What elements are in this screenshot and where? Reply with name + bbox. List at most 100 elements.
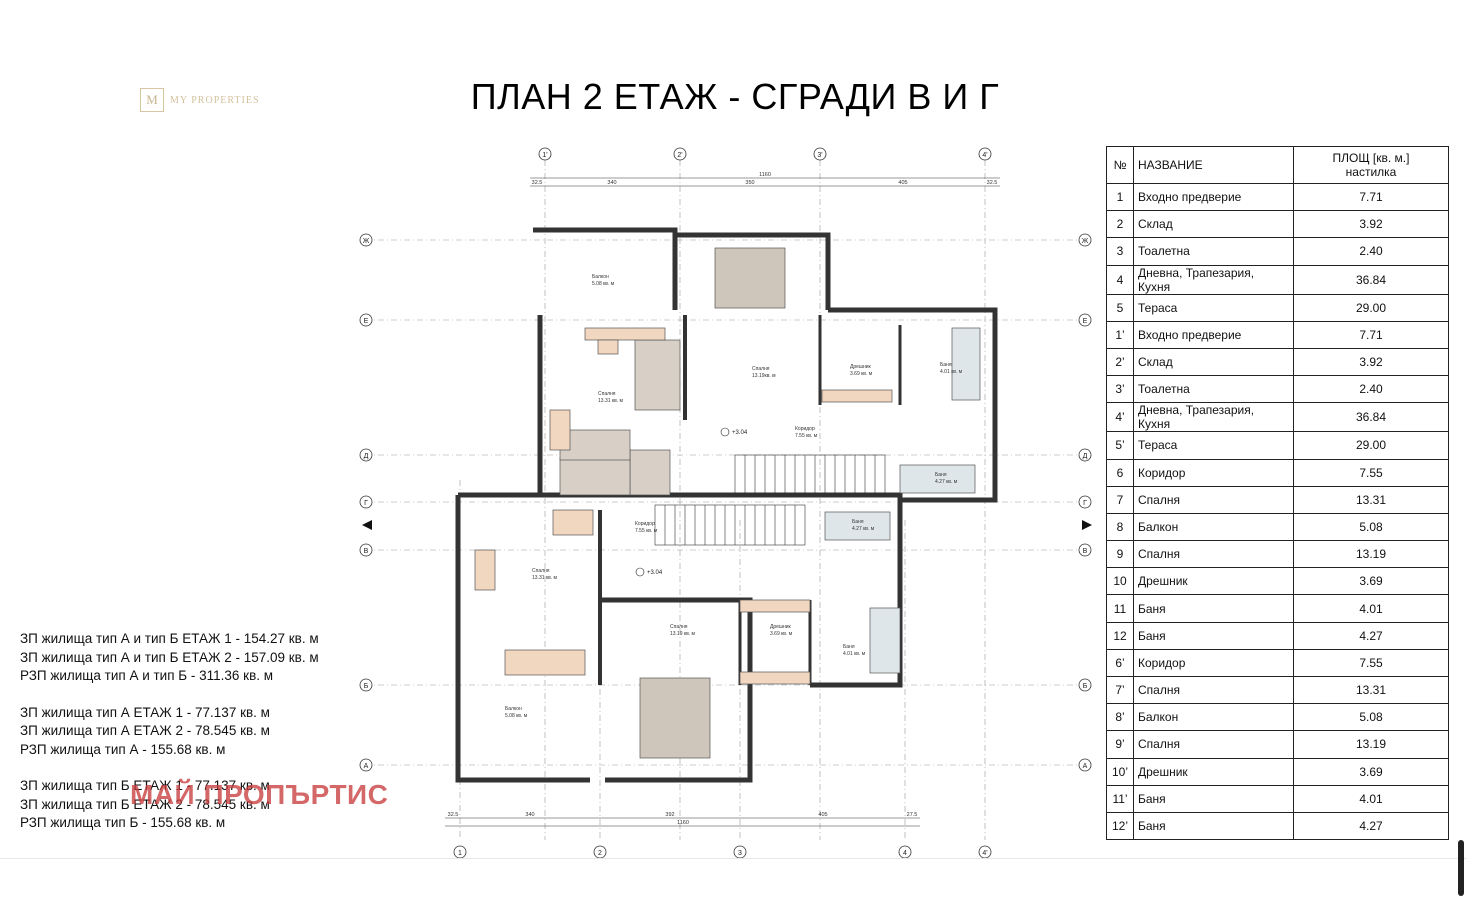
- cell-area: 7.55: [1293, 648, 1449, 678]
- room-label: Спалня: [598, 391, 616, 397]
- header-num: №: [1106, 146, 1134, 184]
- svg-text:+3.04: +3.04: [732, 430, 748, 436]
- cell-area: 13.19: [1293, 540, 1449, 569]
- svg-text:А: А: [1083, 763, 1088, 770]
- cell-name: Спалня: [1133, 675, 1294, 705]
- cell-area: 4.27: [1293, 811, 1449, 841]
- summary-line: ЗП жилища тип Б ЕТАЖ 1 - 77.137 кв. м: [20, 778, 270, 793]
- cell-area: 29.00: [1293, 431, 1449, 460]
- cell-num: 4: [1106, 264, 1134, 295]
- cell-name: Входно предверие: [1133, 182, 1294, 212]
- area-summary: ЗП жилища тип А и тип Б ЕТАЖ 1 - 154.27 …: [20, 630, 360, 851]
- grid-row-label: Ж: [363, 238, 370, 245]
- grid-bubbles-bottom: 1 2 3 4 4': [453, 845, 992, 859]
- cell-area: 2.40: [1293, 375, 1449, 404]
- room-label: Балкон: [592, 274, 609, 280]
- summary-line: РЗП жилища тип Б - 155.68 кв. м: [20, 815, 226, 830]
- grid-col-label: 1: [458, 850, 462, 857]
- cell-num: 1’: [1106, 320, 1134, 349]
- cell-area: 3.92: [1293, 347, 1449, 377]
- divider: [0, 858, 1467, 859]
- cell-area: 7.71: [1293, 320, 1449, 349]
- cell-num: 12: [1106, 621, 1134, 650]
- dimension-bottom: 32.5 340 392 405 27.5 1160: [445, 812, 920, 827]
- svg-text:405: 405: [898, 180, 907, 186]
- cell-name: Дрешник: [1133, 567, 1294, 596]
- cell-num: 7: [1106, 485, 1134, 514]
- cell-name: Баня: [1133, 621, 1294, 650]
- cell-name: Дневна, Трапезария, Кухня: [1133, 264, 1294, 295]
- page-title: ПЛАН 2 ЕТАЖ - СГРАДИ В И Г: [470, 76, 1000, 117]
- room-label: Баня: [935, 472, 947, 478]
- room-label: Дрешник: [770, 624, 792, 630]
- cell-name: Баня: [1133, 811, 1294, 841]
- cell-num: 8’: [1106, 703, 1134, 732]
- scrollbar-thumb[interactable]: [1458, 840, 1464, 896]
- cell-name: Балкон: [1133, 512, 1294, 542]
- room-area: 13.19кв. м: [752, 373, 776, 379]
- svg-text:В: В: [1083, 548, 1088, 555]
- floor-plan: 1' 2' 3' 4' 1 2 3 4 4' Ж Е Д Г В Б А Ж Е…: [359, 147, 1092, 859]
- svg-text:1160: 1160: [759, 172, 771, 178]
- level-markers: +3.04 +3.04: [635, 427, 748, 577]
- grid-bubbles-top: 1' 2' 3' 4': [538, 147, 992, 161]
- svg-text:32.5: 32.5: [448, 812, 459, 818]
- stairs-lower: [654, 504, 806, 546]
- cell-num: 11: [1106, 594, 1134, 623]
- cell-num: 9’: [1106, 730, 1134, 759]
- grid-col-label: 4': [982, 850, 987, 857]
- svg-text:Б: Б: [1083, 683, 1088, 690]
- room-area: 5.08 кв. м: [505, 713, 528, 719]
- grid-row-label: А: [364, 763, 369, 770]
- grid-bubbles-right: Ж Е Д Г В Б А: [1078, 233, 1092, 772]
- cell-name: Тоалетна: [1133, 237, 1294, 266]
- room-label: Коридор: [635, 521, 655, 527]
- room-label: Спалня: [752, 366, 770, 372]
- cell-num: 9: [1106, 540, 1134, 569]
- grid-col-label: 3: [738, 850, 742, 857]
- room-label: Балкон: [505, 706, 522, 712]
- table-header-row: № НАЗВАНИЕ ПЛОЩ [кв. м.] настилка: [1106, 146, 1449, 184]
- cell-num: 10’: [1106, 757, 1134, 786]
- header-area-line2: настилка: [1345, 165, 1397, 179]
- summary-line: ЗП жилища тип А и тип Б ЕТАЖ 2 - 157.09 …: [20, 649, 319, 665]
- cell-area: 7.55: [1293, 458, 1449, 487]
- cell-num: 4’: [1106, 402, 1134, 433]
- svg-text:32.5: 32.5: [532, 180, 543, 186]
- grid-col-label: 2: [598, 850, 602, 857]
- cell-num: 3’: [1106, 375, 1134, 404]
- svg-text:340: 340: [525, 812, 534, 818]
- room-label: Баня: [843, 644, 855, 650]
- svg-text:Е: Е: [1083, 318, 1088, 325]
- cell-num: 5’: [1106, 431, 1134, 460]
- grid-col-label: 4': [982, 152, 987, 159]
- cell-num: 10: [1106, 567, 1134, 596]
- grid-bubbles-left: Ж Е Д Г В Б А: [359, 233, 373, 772]
- cell-num: 6: [1106, 458, 1134, 487]
- room-label: Спалня: [532, 568, 550, 574]
- svg-text:Д: Д: [1083, 453, 1088, 460]
- room-area: 13.19 кв. м: [670, 631, 696, 637]
- room-area: 7.55 кв. м: [635, 528, 658, 534]
- cell-name: Спалня: [1133, 730, 1294, 759]
- watermark: МАЙ ПРОПЪРТИС: [130, 779, 389, 810]
- cell-num: 1: [1106, 182, 1134, 212]
- grid-col-label: 4: [903, 850, 907, 857]
- cell-num: 2: [1106, 210, 1134, 239]
- room-area: 4.27 кв. м: [852, 526, 875, 532]
- grid-row-label: Г: [364, 500, 368, 507]
